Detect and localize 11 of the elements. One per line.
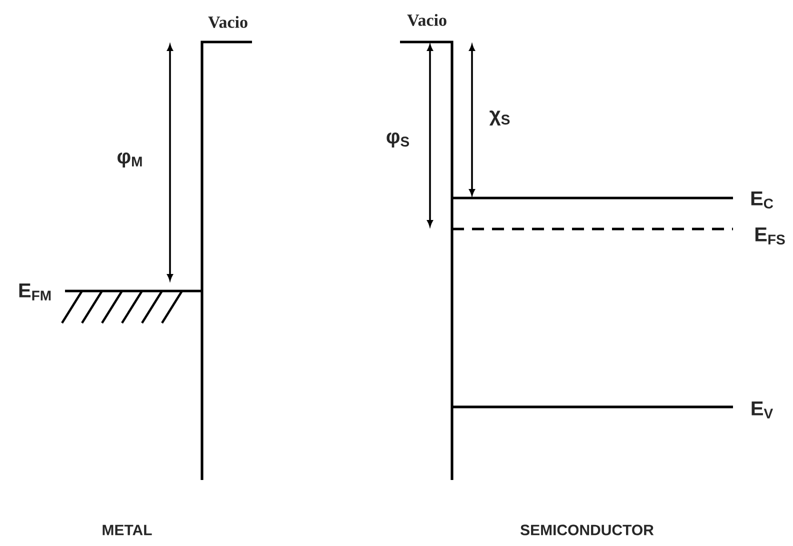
electron-affinity-label: χ$_{S}$: [489, 110, 510, 126]
region-label: METAL: [102, 524, 152, 536]
energy-level-label: E$_{V}$: [752, 402, 773, 418]
region-label: SEMICONDUCTOR: [520, 524, 654, 536]
vacuum-label: Vacio: [208, 16, 248, 28]
work-function-label: φ$_{M}$: [118, 152, 142, 168]
energy-level-label: E$_{C}$: [751, 192, 774, 208]
energy-level-label: E$_{FM}$: [19, 284, 51, 300]
work-function-label: φ$_{S}$: [386, 132, 410, 148]
energy-level-label: E$_{FS}$: [755, 228, 785, 244]
vacuum-label: Vacio: [407, 14, 446, 26]
